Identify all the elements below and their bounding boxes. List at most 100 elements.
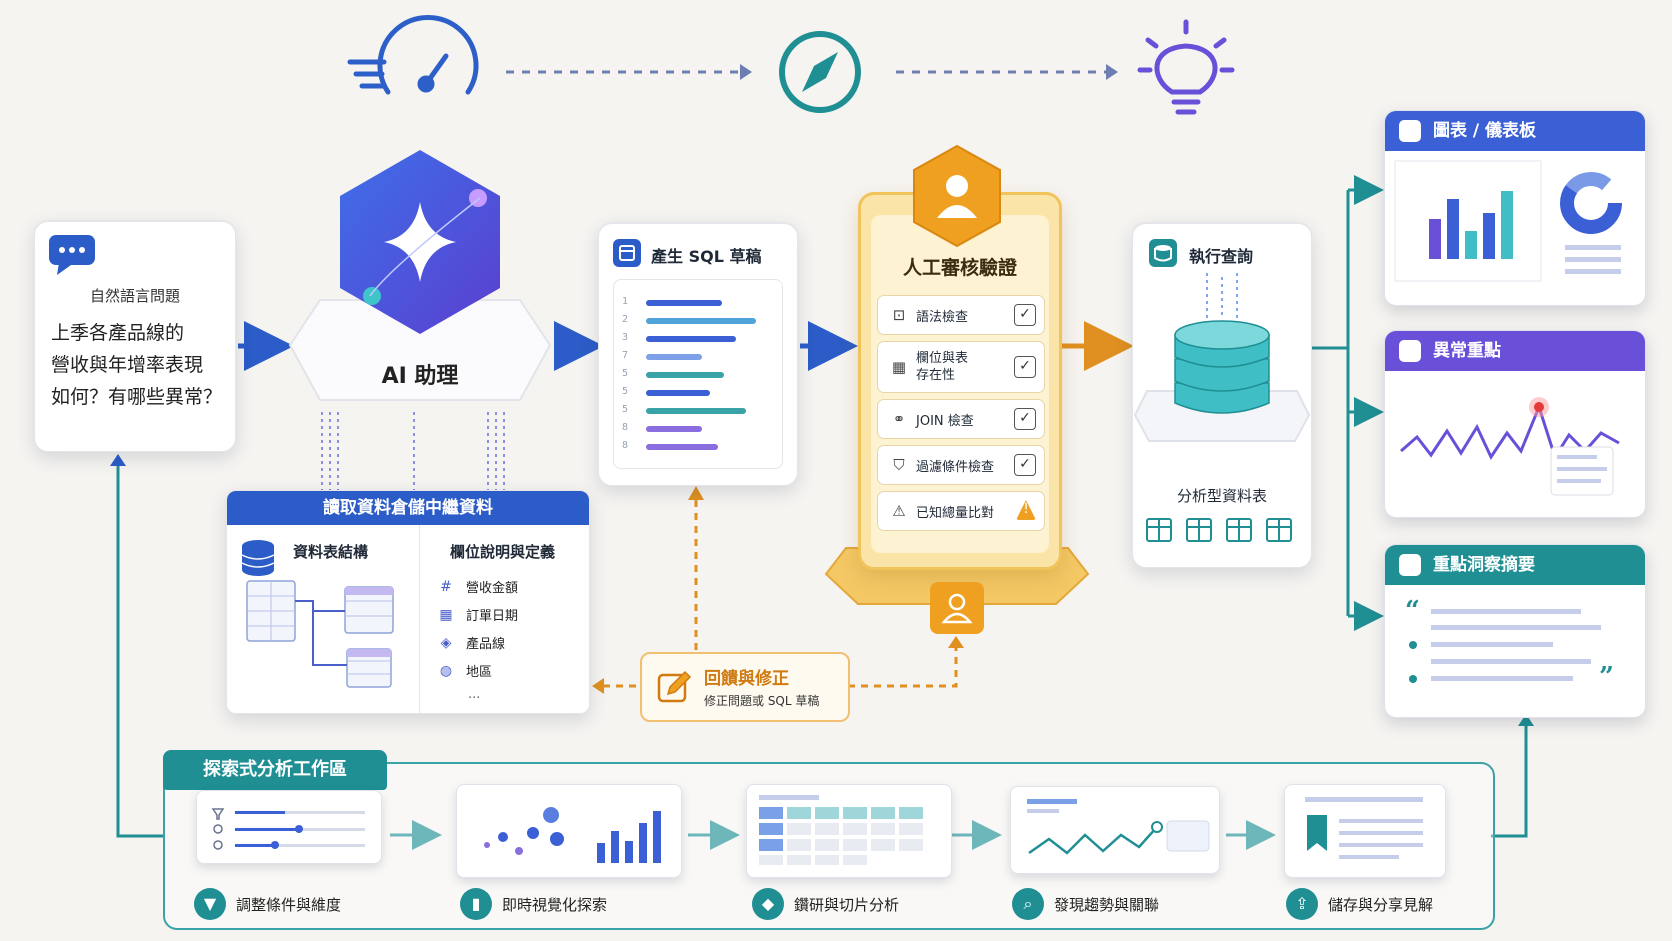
code-line [646,372,724,378]
chart-icon [1399,120,1421,142]
top-icon-row [347,14,1235,115]
code-line [646,354,702,360]
checkbox-icon: ✓ [1014,356,1036,378]
checkbox-icon: ✓ [1014,454,1036,476]
share-icon: ⇪ [1286,888,1318,920]
sql-draft-card: 產生 SQL 草稿 1 2 3 7 5 5 5 8 8 [598,222,798,486]
shield-icon: ⛉ [893,456,905,474]
workspace-title: 探索式分析工作區 [163,750,387,790]
field-item: # 營收金額 [438,577,519,597]
check-label-line: 存在性 [916,368,956,383]
checkbox-icon: ✓ [1014,304,1036,326]
line-number: 8 [622,440,629,451]
hash-icon: # [440,578,452,595]
dashboard-card: 圖表 / 儀表板 [1384,110,1646,306]
analytic-table-label: 分析型資料表 [1176,487,1267,505]
tables-label: 資料表結構 [293,543,369,561]
anomaly-card: 異常重點 [1384,330,1646,518]
anomaly-title: 異常重點 [1433,341,1501,361]
code-line [646,300,722,306]
dashboard-header: 圖表 / 儀表板 [1385,111,1645,151]
checkbox-icon: ✓ [1014,408,1036,430]
insight-preview: “ ” [1405,596,1614,692]
code-line [646,408,746,414]
fields-label: 欄位說明與定義 [450,543,556,561]
check-label: 欄位與表存在性 [916,350,968,384]
anomaly-chart [1400,397,1620,496]
field-label: 產品線 [466,637,506,652]
lock-icon: ⊡ [892,306,906,324]
feedback-subtitle: 修正問題或 SQL 草稿 [704,694,820,708]
alert-icon [1399,340,1421,362]
step-drilldown: ◆ 鑽研與切片分析 [752,888,899,920]
trend-line [1027,799,1210,855]
schema-diagram [246,580,394,688]
line-number: 7 [622,350,629,361]
code-line [646,390,710,396]
question-line: 如何？有哪些異常？ [51,386,223,408]
field-item: ◍地區 [438,661,492,681]
warning-badge: ! [1016,500,1036,520]
check-totals: ⚠已知總量比對! [877,491,1045,531]
ai-label: AI 助理 [381,364,459,389]
code-line [646,336,736,342]
question-line: 上季各產品線的 [51,322,185,344]
share-preview [1284,784,1446,878]
calendar-icon: ▦ [891,358,907,376]
line-number: 8 [622,422,629,433]
svg-text:”: ” [1599,662,1614,692]
step-label: 調整條件與維度 [236,895,342,914]
globe-icon: ◍ [439,662,453,679]
field-label: 營收金額 [466,581,519,596]
field-item: ◈產品線 [438,633,506,653]
search-icon [1399,554,1421,576]
bar-chart-icon: ▮ [460,888,492,920]
check-join: ⚭ JOIN 檢查 ✓ [877,399,1045,439]
insight-card: 重點洞察摘要 “ ” [1384,544,1646,718]
feedback-card: 回饋與修正 修正問題或 SQL 草稿 [640,652,850,722]
question-card: 自然語言問題 上季各產品線的 營收與年增率表現 如何？有哪些異常？ [34,220,236,452]
check-label: 過濾條件檢查 [916,459,995,475]
cube-icon: ◆ [752,888,784,920]
check-syntax: ⊡ 語法檢查 ✓ [877,295,1045,335]
line-number: 5 [622,368,629,379]
scatter-bar-preview [484,807,661,863]
line-number: 5 [622,386,629,397]
insight-title: 重點洞察摘要 [1433,555,1535,575]
review-board: 人工審核驗證 ⊡ 語法檢查 ✓ ▦ 欄位與表存在性 ✓ ⚭ JOIN 檢查 ✓ ⛉ 過濾條件檢… [858,192,1062,570]
user-icon [937,175,977,218]
step-discover: ⌕ 發現趨勢與關聯 [1012,888,1159,920]
pivot-grid [759,795,923,865]
execute-title: 執行查詢 [1189,247,1254,266]
anomaly-header: 異常重點 [1385,331,1645,371]
database-icon [1149,239,1177,267]
check-label: JOIN 檢查 [916,413,974,429]
line-number: 2 [622,314,629,325]
check-label-line: 欄位與表 [916,351,969,366]
code-line [646,426,702,432]
field-label: 訂單日期 [466,609,519,624]
svg-text:“: “ [1405,596,1420,626]
database-icon [241,540,275,576]
step-label: 發現趨勢與關聯 [1054,895,1160,914]
calendar-icon: ▦ [439,606,453,623]
chat-bubble-icon [49,235,95,275]
reviewer-badge-bottom [930,582,984,634]
question-text: 上季各產品線的 營收與年增率表現 如何？有哪些異常？ [51,317,225,413]
step-label: 儲存與分享見解 [1328,895,1434,914]
metadata-title: 讀取資料倉儲中繼資料 [227,491,589,525]
insight-header: 重點洞察摘要 [1385,545,1645,585]
ai-hexagon [340,150,500,334]
review-title: 人工審核驗證 [902,257,1017,279]
join-icon: ⚭ [892,410,906,428]
sparkle-icon [384,202,456,282]
ai-platform [288,299,552,401]
step-label: 鑽研與切片分析 [794,895,900,914]
sql-title: 產生 SQL 草稿 [651,247,762,266]
filter-preview [196,790,382,864]
sql-file-icon [613,239,641,267]
search-icon: ⌕ [1012,888,1044,920]
check-label: 語法檢查 [916,309,969,325]
pivot-preview [746,784,952,878]
